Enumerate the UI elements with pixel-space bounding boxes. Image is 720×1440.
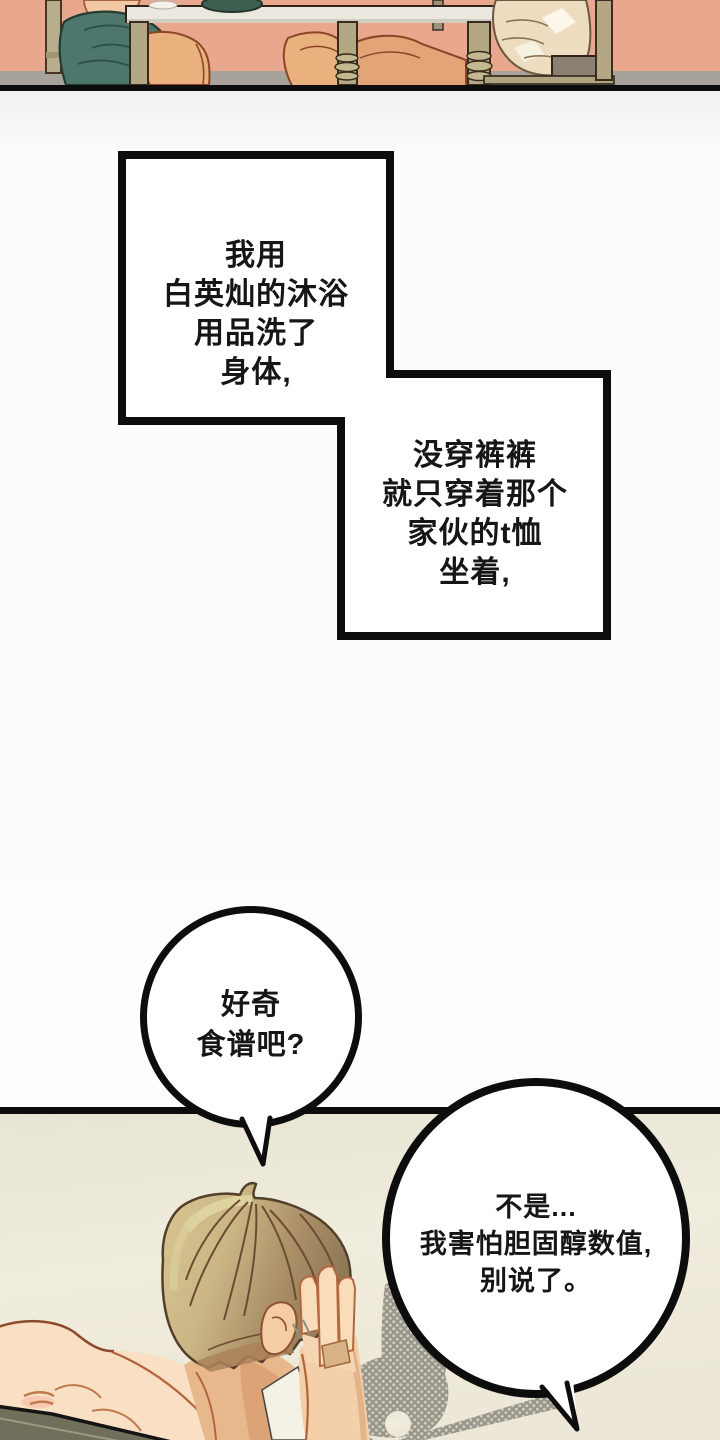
text-line: 别说了。	[480, 1266, 592, 1296]
narration-box-1: 我用 白英灿的沐浴 用品洗了 身体,	[122, 236, 390, 392]
text-line: 白英灿的沐浴	[163, 278, 349, 311]
text-line: 好奇	[220, 989, 281, 1021]
text-line: 家伙的t恤	[407, 517, 543, 550]
flourish-cutout	[385, 1411, 411, 1437]
plate	[148, 0, 178, 10]
top-panel-illustration	[0, 0, 720, 91]
text-line: 我害怕胆固醇数值,	[419, 1229, 653, 1259]
text-line: 没穿裤裤	[413, 439, 537, 472]
text-line: 不是...	[495, 1192, 577, 1222]
top-panel-border	[0, 85, 720, 91]
speech-bubble-2	[382, 1078, 690, 1398]
table-leg-turned	[334, 21, 360, 86]
bowl	[201, 0, 263, 13]
speech-bubble-1	[140, 906, 362, 1128]
corner-object	[0, 1404, 171, 1440]
table-leg	[129, 21, 149, 86]
text-line: 用品洗了	[194, 317, 318, 350]
text-line: 就只穿着那个	[382, 478, 568, 511]
text-line: 坐着,	[439, 556, 511, 589]
speech-bubble-2-text: 不是... 我害怕胆固醇数值, 别说了。	[384, 1189, 688, 1300]
speech-bubble-1-text: 好奇 食谱吧?	[140, 985, 362, 1065]
left-chair	[45, 0, 62, 74]
character-back	[0, 1319, 225, 1440]
text-line: 身体,	[220, 356, 292, 389]
character-ear	[260, 1301, 298, 1356]
character-hand	[292, 1265, 357, 1372]
person-2-legs	[282, 31, 467, 87]
bottom-panel-border	[0, 1107, 720, 1114]
dining-table	[125, 0, 499, 86]
narration-box-2: 没穿裤裤 就只穿着那个 家伙的t恤 坐着,	[340, 436, 610, 592]
text-line: 我用	[225, 239, 287, 272]
text-line: 食谱吧?	[196, 1029, 306, 1061]
right-chair	[483, 0, 615, 85]
